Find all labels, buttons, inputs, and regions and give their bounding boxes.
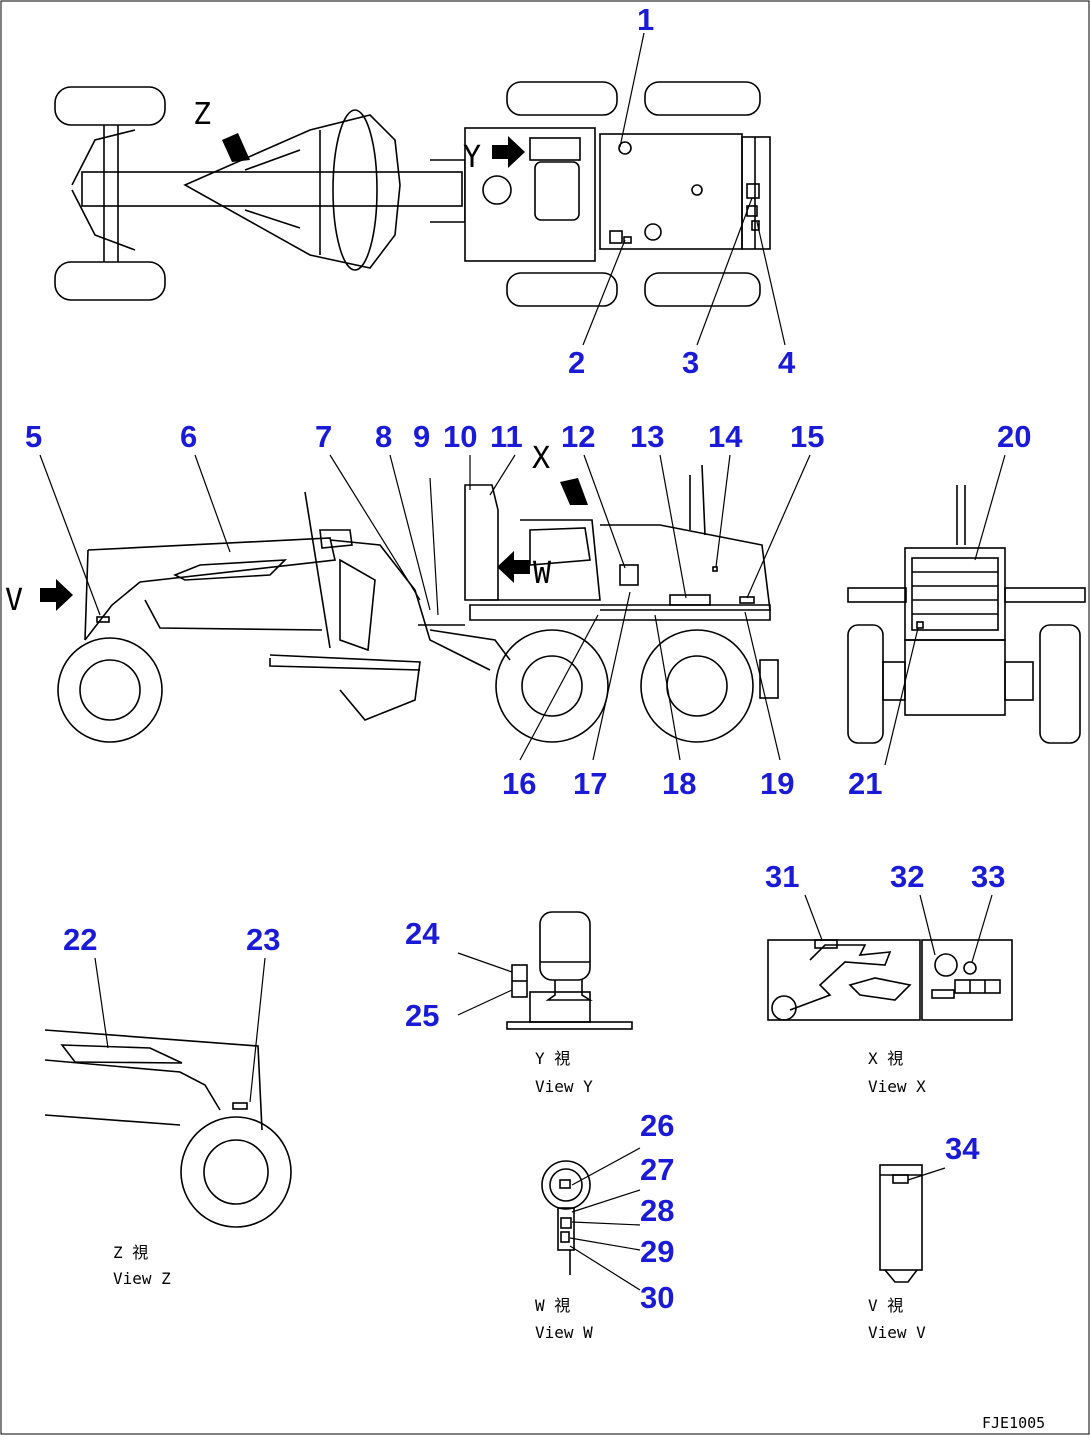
callout-32: 32 xyxy=(890,859,924,894)
view-z-caption-jp: Z 視 xyxy=(113,1243,148,1262)
callout-4: 4 xyxy=(778,345,796,380)
callout-2: 2 xyxy=(568,345,585,380)
callout-22: 22 xyxy=(63,922,97,957)
view-z-drawing xyxy=(44,957,292,1228)
callout-26: 26 xyxy=(640,1108,674,1143)
callout-8: 8 xyxy=(375,419,392,454)
view-y-caption-en: View Y xyxy=(535,1077,593,1096)
callout-30: 30 xyxy=(640,1280,674,1315)
callout-13: 13 xyxy=(630,419,664,454)
callout-33: 33 xyxy=(971,859,1005,894)
view-v-caption-jp: V 視 xyxy=(868,1296,903,1315)
callout-10: 10 xyxy=(443,419,477,454)
callout-16: 16 xyxy=(502,766,536,801)
rear-view-drawing xyxy=(847,454,1086,766)
callout-27: 27 xyxy=(640,1152,674,1187)
callout-1: 1 xyxy=(637,2,654,37)
callout-19: 19 xyxy=(760,766,794,801)
view-letter-y: Y xyxy=(463,140,481,175)
view-w-caption-en: View W xyxy=(535,1323,593,1342)
view-x-caption-en: View X xyxy=(868,1077,926,1096)
view-y-drawing xyxy=(457,911,633,1030)
callout-25: 25 xyxy=(405,998,439,1033)
callout-11: 11 xyxy=(490,419,523,454)
view-w-drawing xyxy=(541,1147,641,1291)
callout-15: 15 xyxy=(790,419,824,454)
callout-18: 18 xyxy=(662,766,696,801)
callout-23: 23 xyxy=(246,922,280,957)
callout-21: 21 xyxy=(848,766,882,801)
view-v-drawing xyxy=(879,1164,946,1283)
callout-numbers: 1 2 3 4 5 6 7 8 9 10 11 12 13 14 15 16 1… xyxy=(25,2,1031,1315)
callout-14: 14 xyxy=(708,419,743,454)
callout-9: 9 xyxy=(413,419,430,454)
side-view-drawing xyxy=(39,454,811,761)
callout-5: 5 xyxy=(25,419,42,454)
callout-24: 24 xyxy=(405,916,440,951)
view-letter-z: Z xyxy=(193,97,211,132)
callout-29: 29 xyxy=(640,1234,674,1269)
drawing-code: FJE1005 xyxy=(982,1414,1045,1432)
view-v-caption-en: View V xyxy=(868,1323,926,1342)
callout-7: 7 xyxy=(315,419,332,454)
view-letter-x: X xyxy=(532,441,550,476)
view-w-caption-jp: W 視 xyxy=(535,1296,570,1315)
callout-12: 12 xyxy=(561,419,595,454)
callout-6: 6 xyxy=(180,419,197,454)
callout-3: 3 xyxy=(682,345,699,380)
top-view-drawing xyxy=(54,32,786,346)
view-x-caption-jp: X 視 xyxy=(868,1049,903,1068)
callout-20: 20 xyxy=(997,419,1031,454)
callout-28: 28 xyxy=(640,1193,674,1228)
view-letter-w: W xyxy=(533,556,552,591)
view-x-drawing xyxy=(767,894,1013,1021)
callout-31: 31 xyxy=(765,859,799,894)
callout-34: 34 xyxy=(945,1131,980,1166)
view-z-caption-en: View Z xyxy=(113,1269,171,1288)
view-y-caption-jp: Y 視 xyxy=(535,1049,570,1068)
callout-17: 17 xyxy=(573,766,607,801)
view-letter-v: V xyxy=(5,583,23,618)
